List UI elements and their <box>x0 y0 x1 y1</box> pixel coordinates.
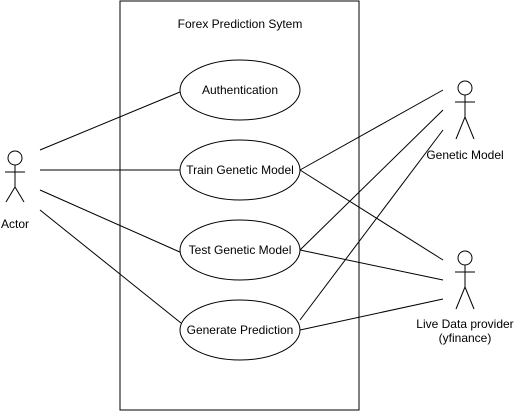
actor-user-label: Actor <box>1 217 29 231</box>
use-case-train: Train Genetic Model <box>179 139 301 201</box>
actor-data-provider-label-line2: (yfinance) <box>439 331 492 345</box>
assoc-genetic-train <box>299 89 444 171</box>
use-case-train-label: Train Genetic Model <box>186 163 294 177</box>
actor-genetic-model-head-icon <box>457 80 473 96</box>
use-case-predict: Generate Prediction <box>179 299 301 361</box>
assoc-provider-predict <box>299 298 444 331</box>
assoc-actor-test <box>39 189 183 254</box>
associations <box>39 89 444 331</box>
actor-data-provider-label-line1: Live Data provider <box>416 317 513 331</box>
use-case-authentication-shape <box>179 59 301 121</box>
system-title: Forex Prediction Sytem <box>178 17 303 31</box>
assoc-actor-predict <box>39 209 182 324</box>
actor-genetic-model-label: Genetic Model <box>426 148 503 162</box>
use-case-predict-label: Generate Prediction <box>187 323 294 337</box>
use-case-predict-shape <box>179 299 301 361</box>
use-case-test-shape <box>179 219 301 281</box>
use-case-test: Test Genetic Model <box>179 219 301 281</box>
actor-data-provider-head-icon <box>457 250 473 266</box>
assoc-actor-authentication <box>39 91 181 151</box>
system-boundary <box>119 0 360 411</box>
assoc-provider-train <box>299 169 444 261</box>
use-case-authentication: Authentication <box>179 59 301 121</box>
use-case-test-label: Test Genetic Model <box>189 243 292 257</box>
assoc-provider-test <box>299 249 444 281</box>
actor-user-head-icon <box>7 150 23 166</box>
assoc-genetic-test <box>299 109 444 251</box>
actor-data-provider <box>455 250 475 310</box>
use-case-authentication-label: Authentication <box>202 83 278 97</box>
assoc-genetic-predict <box>299 129 444 321</box>
actor-user <box>5 150 25 203</box>
actor-genetic-model <box>455 80 475 140</box>
use-case-train-shape <box>179 139 301 201</box>
